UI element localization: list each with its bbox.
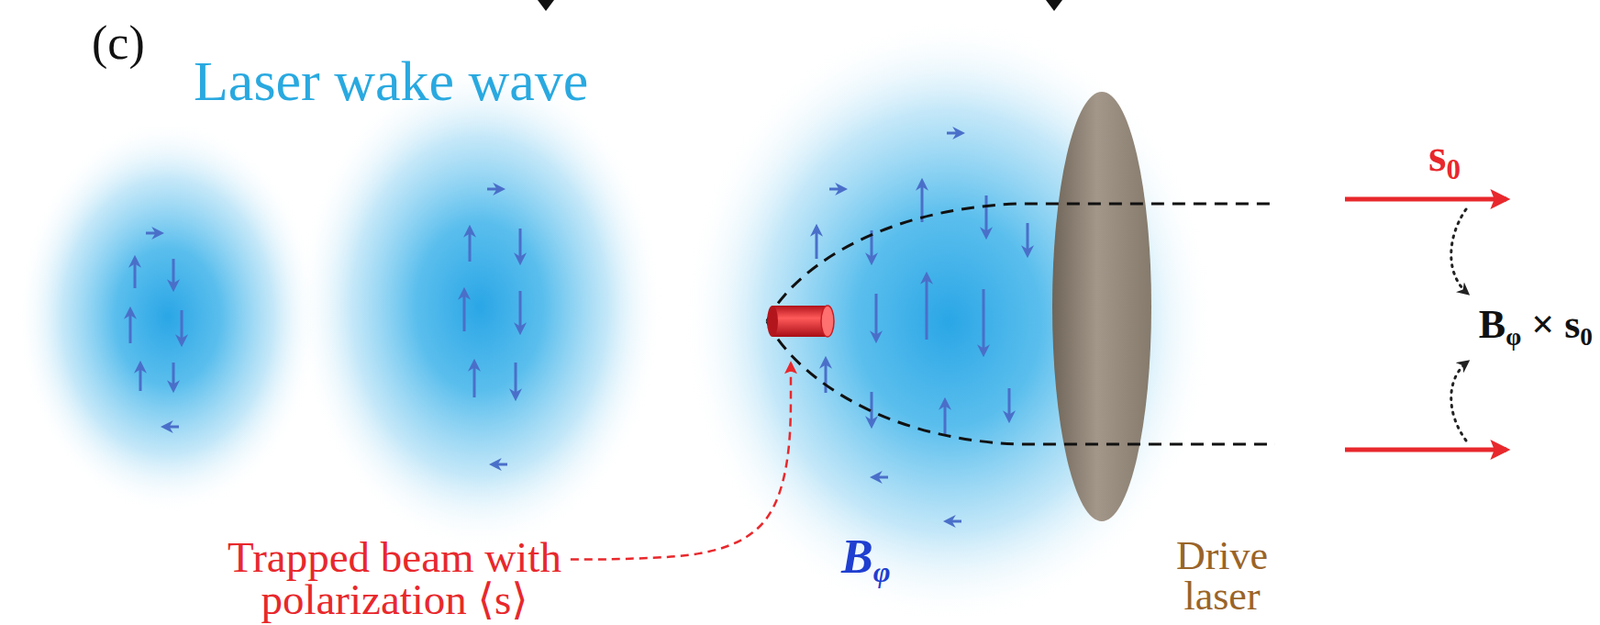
field-arrow bbox=[519, 228, 523, 262]
field-arrow bbox=[139, 364, 143, 391]
subscript-run: 0 bbox=[1445, 153, 1461, 186]
text-run: B bbox=[1478, 301, 1506, 347]
field-arrow bbox=[1008, 388, 1012, 420]
field-arrow bbox=[519, 290, 523, 332]
wake-blob bbox=[296, 63, 664, 550]
laser-label: Drive laser bbox=[1157, 535, 1287, 617]
beam-cylinder bbox=[772, 305, 828, 337]
subscript-run: 0 bbox=[1579, 322, 1593, 351]
field-arrow bbox=[164, 425, 179, 429]
subscript-run: φ bbox=[873, 555, 891, 589]
field-arrow bbox=[824, 359, 828, 393]
text-run: Drive laser bbox=[1176, 533, 1268, 619]
precession-arrow bbox=[1451, 361, 1468, 441]
magnetic-field-arrows bbox=[130, 133, 1028, 522]
spin-arrow bbox=[1344, 447, 1507, 453]
envelope-line bbox=[766, 203, 1276, 322]
arrow-tip bbox=[1045, 0, 1063, 12]
beam-label: Trapped beam with polarization ⟨s⟩ bbox=[155, 535, 634, 621]
field-arrow bbox=[145, 232, 161, 235]
torque-label: Bφ × s0 bbox=[1478, 302, 1593, 351]
field-arrow bbox=[468, 228, 472, 262]
field-arrow bbox=[463, 290, 467, 332]
text-run: Trapped beam with polarization ⟨s⟩ bbox=[227, 533, 562, 623]
text-run: B bbox=[841, 530, 874, 583]
field-arrow bbox=[875, 293, 878, 340]
spin-arrows bbox=[1344, 199, 1507, 450]
spin-label: s0 bbox=[1428, 130, 1461, 186]
text-run: s bbox=[1428, 129, 1446, 181]
field-arrow bbox=[172, 362, 176, 389]
field-arrow bbox=[815, 227, 819, 259]
text-run: Laser wake wave bbox=[193, 49, 589, 112]
wake-blob bbox=[682, 18, 1215, 624]
leader-line bbox=[570, 363, 791, 560]
field-arrow bbox=[925, 275, 929, 340]
field-arrow bbox=[129, 310, 133, 344]
field-arrow bbox=[473, 362, 477, 398]
arrow-tip bbox=[537, 0, 555, 12]
field-arrow bbox=[829, 188, 845, 191]
envelope-line bbox=[766, 321, 1276, 445]
spin-arrow bbox=[1344, 197, 1507, 202]
field-arrow bbox=[492, 463, 508, 467]
field-arrow bbox=[946, 520, 962, 523]
wake-label: Laser wake wave bbox=[193, 49, 589, 112]
field-arrow bbox=[133, 258, 137, 289]
precession-arrows bbox=[1451, 209, 1468, 441]
field-arrow bbox=[946, 132, 962, 135]
field-arrow bbox=[1026, 222, 1030, 255]
field-arrow bbox=[180, 310, 184, 344]
field-arrow bbox=[985, 195, 989, 236]
trapped-beam bbox=[766, 305, 834, 337]
beam-cap bbox=[766, 305, 778, 337]
subscript-run: φ bbox=[1505, 322, 1522, 351]
text-run: (c) bbox=[91, 16, 145, 69]
top-arrow-tips bbox=[537, 0, 1063, 12]
field-arrow bbox=[487, 188, 502, 191]
beam-envelope bbox=[766, 203, 1276, 445]
field-arrow bbox=[944, 400, 947, 434]
field-arrow bbox=[870, 391, 874, 425]
field-arrow bbox=[982, 288, 986, 354]
text-run: × s bbox=[1521, 301, 1580, 347]
field-arrow bbox=[172, 258, 176, 289]
panel-letter: (c) bbox=[91, 16, 145, 69]
field-arrow bbox=[873, 476, 889, 479]
field-label: Bφ bbox=[841, 530, 891, 589]
wake-blob bbox=[16, 119, 320, 514]
drive-laser-pulse bbox=[1052, 91, 1152, 522]
beam-cap bbox=[821, 305, 834, 337]
precession-arrow bbox=[1451, 209, 1468, 294]
wake-blobs bbox=[16, 18, 1215, 624]
field-arrow bbox=[514, 362, 518, 398]
